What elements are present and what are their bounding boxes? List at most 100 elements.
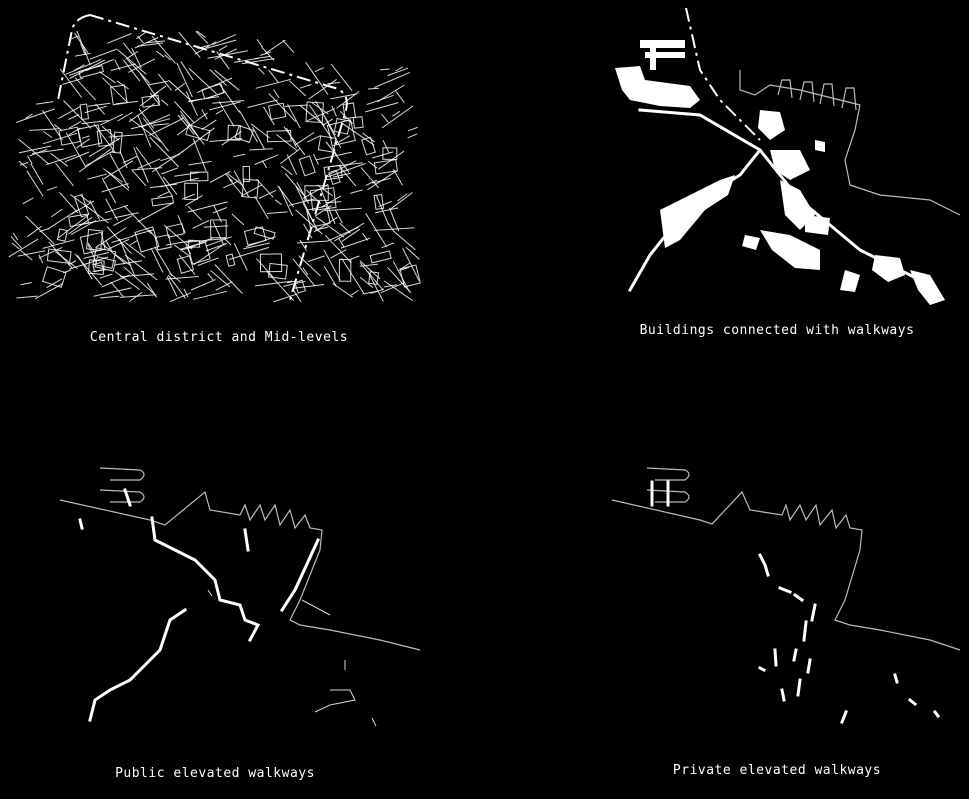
pier-outline bbox=[646, 467, 690, 503]
street-segment bbox=[122, 42, 134, 56]
street-segment bbox=[122, 155, 138, 164]
street-segment bbox=[264, 39, 286, 54]
street-segment bbox=[105, 198, 119, 221]
street-segment bbox=[148, 117, 185, 137]
street-segment bbox=[215, 109, 224, 115]
city-block bbox=[361, 136, 376, 156]
street-segment bbox=[188, 68, 217, 95]
street-segment bbox=[167, 79, 194, 103]
street-segment bbox=[207, 50, 248, 59]
street-segment bbox=[315, 151, 352, 161]
street-segment bbox=[164, 54, 171, 61]
public-walkway-route bbox=[78, 488, 320, 722]
city-block bbox=[73, 193, 90, 218]
street-segment bbox=[95, 103, 106, 115]
district-boundary-line bbox=[685, 7, 761, 141]
street-segment bbox=[105, 240, 113, 251]
city-block bbox=[259, 253, 283, 273]
street-segment bbox=[185, 91, 198, 116]
street-segment bbox=[181, 193, 195, 200]
street-segment bbox=[350, 290, 359, 296]
street-segment bbox=[371, 177, 391, 184]
street-segment bbox=[292, 258, 316, 287]
street-segment bbox=[110, 281, 124, 298]
street-segment bbox=[238, 110, 258, 143]
street-segment bbox=[320, 195, 342, 209]
street-segment bbox=[306, 108, 336, 122]
street-segment bbox=[228, 246, 270, 260]
street-segment bbox=[392, 110, 401, 117]
street-segment bbox=[286, 127, 298, 149]
coastline bbox=[59, 490, 421, 651]
street-segment bbox=[402, 247, 420, 282]
central-district-map bbox=[8, 14, 421, 303]
street-segment bbox=[338, 165, 357, 187]
coastline bbox=[611, 490, 961, 651]
street-segment bbox=[185, 194, 203, 207]
city-block bbox=[333, 117, 351, 135]
street-segment bbox=[194, 41, 217, 55]
street-segment bbox=[114, 271, 140, 291]
street-segment bbox=[273, 293, 298, 303]
street-segment bbox=[99, 295, 120, 299]
city-block bbox=[79, 231, 106, 255]
street-segment bbox=[93, 287, 132, 297]
private-walkways-map bbox=[611, 467, 961, 724]
street-segment bbox=[201, 119, 217, 130]
city-block bbox=[185, 124, 211, 142]
city-block bbox=[373, 194, 385, 210]
street-segment bbox=[261, 46, 275, 61]
street-segment bbox=[293, 284, 325, 289]
street-segment bbox=[36, 101, 54, 105]
street-segment bbox=[46, 154, 77, 166]
street-segment bbox=[139, 73, 161, 103]
city-block bbox=[225, 253, 236, 267]
street-segment bbox=[374, 227, 415, 231]
street-segment bbox=[266, 270, 295, 302]
street-segment bbox=[160, 99, 169, 106]
street-segment bbox=[314, 67, 324, 73]
street-segment bbox=[151, 35, 176, 64]
city-block bbox=[77, 124, 103, 148]
street-segment bbox=[73, 64, 85, 72]
street-segment bbox=[221, 130, 242, 146]
street-segment bbox=[149, 85, 167, 98]
street-segment bbox=[209, 69, 227, 86]
street-segment bbox=[368, 87, 379, 90]
street-segment bbox=[297, 240, 327, 244]
city-block bbox=[68, 213, 90, 228]
street-segment bbox=[274, 199, 282, 206]
street-segment bbox=[299, 239, 308, 251]
street-segment bbox=[99, 71, 116, 84]
street-segment bbox=[395, 66, 404, 72]
street-segment bbox=[83, 252, 110, 259]
caption-private: Private elevated walkways bbox=[672, 763, 882, 778]
street-segment bbox=[107, 33, 132, 44]
street-segment bbox=[166, 276, 178, 297]
street-segment bbox=[233, 170, 250, 198]
walkway-network bbox=[627, 108, 923, 293]
street-segment bbox=[101, 274, 130, 288]
street-segment bbox=[16, 295, 38, 299]
street-segment bbox=[46, 278, 63, 289]
street-segment bbox=[150, 247, 164, 273]
street-segment bbox=[53, 124, 63, 131]
street-segment bbox=[74, 32, 89, 53]
street-segment bbox=[89, 48, 117, 60]
study-area-boundary bbox=[57, 14, 348, 301]
street-segment bbox=[313, 153, 319, 165]
street-segment bbox=[161, 167, 179, 175]
street-segment bbox=[95, 227, 127, 249]
city-block bbox=[110, 84, 128, 106]
street-segment bbox=[42, 132, 78, 145]
street-segment bbox=[213, 205, 222, 223]
street-segment bbox=[101, 77, 128, 103]
city-block bbox=[189, 171, 209, 182]
street-segment bbox=[294, 132, 315, 146]
street-segment bbox=[84, 105, 107, 114]
street-segment bbox=[280, 165, 293, 176]
city-block bbox=[305, 101, 324, 124]
street-segment bbox=[58, 106, 81, 120]
city-block bbox=[268, 102, 287, 121]
street-segment bbox=[18, 138, 50, 165]
